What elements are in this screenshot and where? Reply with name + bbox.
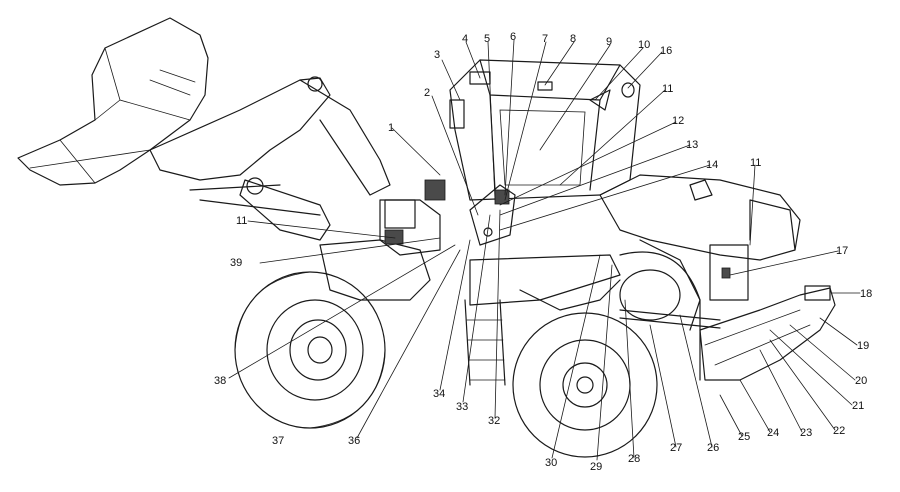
callout-label: 11 xyxy=(750,157,761,169)
callout-label: 7 xyxy=(542,33,548,45)
counterweight xyxy=(699,285,836,381)
callout-label: 14 xyxy=(706,159,718,171)
callout-label: 27 xyxy=(670,442,682,454)
leader-lines xyxy=(228,39,861,461)
callout-label: 30 xyxy=(545,457,557,469)
cab xyxy=(449,59,641,201)
callout-label: 11 xyxy=(662,83,673,95)
callout-label: 18 xyxy=(860,288,872,300)
callout-label: 29 xyxy=(590,461,602,473)
callout-label: 26 xyxy=(707,442,719,454)
callout-label: 21 xyxy=(852,400,864,412)
ladder xyxy=(464,254,721,386)
callout-label: 32 xyxy=(488,415,500,427)
callout-label: 2 xyxy=(424,87,430,99)
rear-wheel xyxy=(512,251,701,458)
callout-label: 24 xyxy=(767,427,779,439)
callout-label: 19 xyxy=(857,340,869,352)
callout-label: 39 xyxy=(230,257,242,269)
callout-label: 10 xyxy=(638,39,650,51)
callout-label: 6 xyxy=(510,31,516,43)
callout-label: 34 xyxy=(433,388,445,400)
callout-label: 22 xyxy=(833,425,845,437)
front-wheel xyxy=(234,271,386,429)
callout-label: 20 xyxy=(855,375,867,387)
callout-label: 5 xyxy=(484,33,490,45)
lift-arm xyxy=(149,76,391,241)
callout-label: 37 xyxy=(272,435,284,447)
front-frame xyxy=(319,179,446,301)
callout-label: 4 xyxy=(462,33,468,45)
callout-label: 16 xyxy=(660,45,672,57)
callout-label: 17 xyxy=(836,245,848,257)
callout-label: 1 xyxy=(388,122,394,134)
steering-console xyxy=(469,184,516,246)
callout-label: 36 xyxy=(348,435,360,447)
callout-label: 9 xyxy=(606,36,612,48)
callout-label: 12 xyxy=(672,115,684,127)
callout-label: 23 xyxy=(800,427,812,439)
bucket xyxy=(17,17,209,186)
callout-label: 38 xyxy=(214,375,226,387)
callout-label: 11 xyxy=(236,215,247,227)
callout-label: 28 xyxy=(628,453,640,465)
callout-label: 25 xyxy=(738,431,750,443)
callout-label: 3 xyxy=(434,49,440,61)
engine-hood xyxy=(599,174,801,331)
callout-label: 8 xyxy=(570,33,576,45)
callout-label: 33 xyxy=(456,401,468,413)
callout-label: 13 xyxy=(686,139,698,151)
callout-labels: 1 2 3 4 5 6 7 8 9 10 16 11 12 13 14 11 1… xyxy=(214,31,872,473)
